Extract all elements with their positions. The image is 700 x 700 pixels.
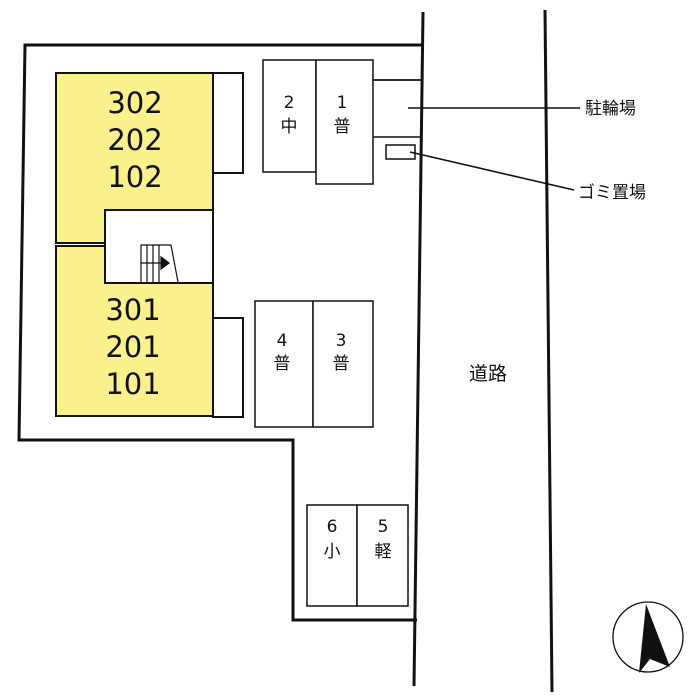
parking-slot-1: 1 普 (315, 59, 374, 185)
garbage-leader-line (409, 151, 575, 191)
parking-type: 小 (324, 542, 341, 562)
unit-label-202: 202 (107, 123, 162, 157)
property-right-boundary (412, 11, 425, 687)
stairs-icon (140, 244, 179, 283)
garbage-area-label: ゴミ置場 (578, 182, 646, 203)
parking-number: 1 (337, 93, 348, 113)
north-arrow-icon (612, 601, 684, 673)
parking-slot-4: 4 普 (254, 300, 314, 428)
parking-slot-3: 3 普 (312, 300, 374, 428)
parking-type: 軽 (375, 542, 392, 562)
road-label: 道路 (469, 363, 507, 385)
unit-label-201: 201 (105, 330, 160, 364)
unit-label-301: 301 (105, 293, 160, 327)
parking-type: 中 (281, 117, 298, 137)
parking-slot-2: 2 中 (262, 59, 317, 173)
bicycle-parking-label: 駐輪場 (585, 99, 636, 119)
parking-number: 2 (284, 93, 295, 113)
balcony-lower (212, 317, 244, 418)
balcony-upper (212, 72, 244, 174)
unit-label-101: 101 (105, 367, 160, 401)
apartment-building: 302 202 102 301 201 101 (55, 72, 244, 418)
parking-slot-5: 5 軽 (356, 504, 409, 607)
parking-type: 普 (274, 354, 291, 374)
road-edge-line (543, 9, 554, 693)
parking-number: 5 (378, 517, 389, 537)
unit-label-102: 102 (107, 160, 162, 194)
parking-number: 4 (277, 331, 288, 351)
garbage-area-box (385, 144, 416, 160)
parking-number: 6 (327, 517, 338, 537)
property-boundary (17, 43, 422, 622)
parking-number: 3 (336, 331, 347, 351)
parking-type: 普 (334, 117, 351, 137)
unit-label-302: 302 (107, 86, 162, 120)
parking-type: 普 (333, 354, 350, 374)
parking-slot-6: 6 小 (306, 504, 358, 607)
